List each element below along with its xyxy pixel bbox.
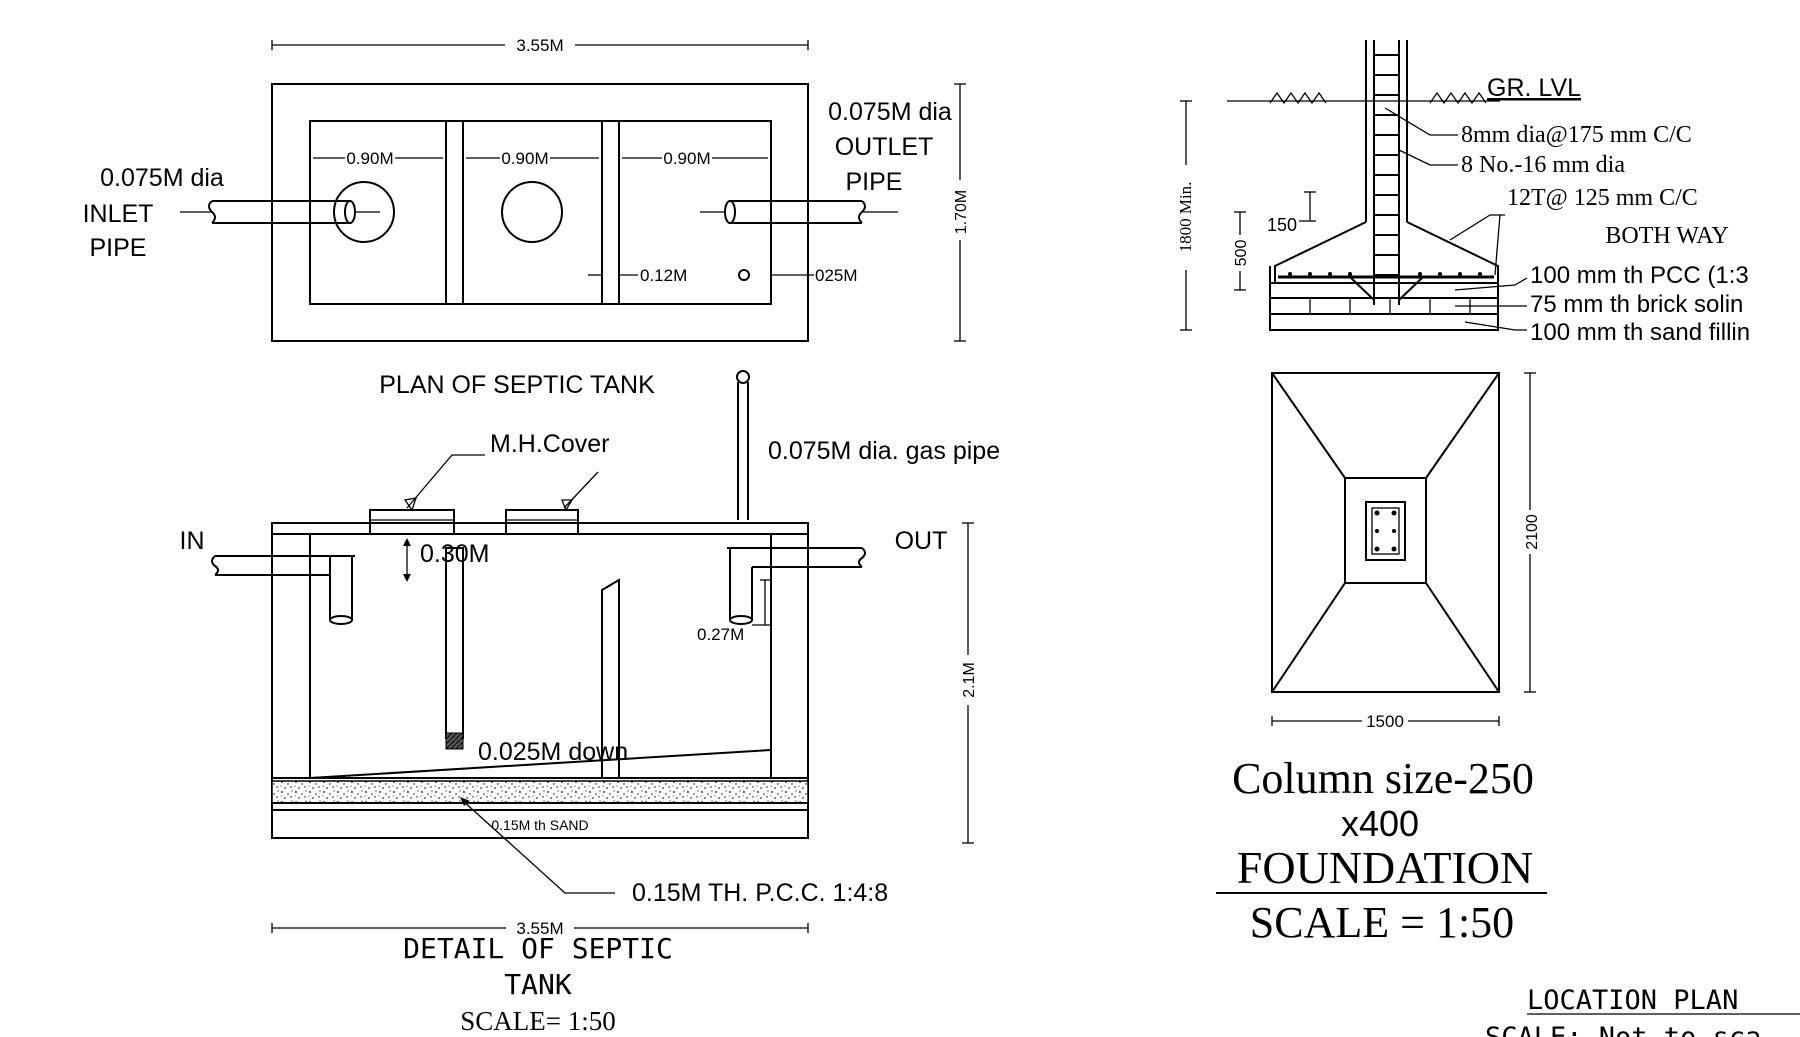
location-plan: LOCATION PLAN SCALE: Not to sca bbox=[1485, 985, 1800, 1037]
plan-chamber-2: 0.90M bbox=[501, 149, 548, 168]
section-height: 2.1M bbox=[961, 662, 978, 698]
in-label: IN bbox=[180, 527, 205, 555]
gas-pipe bbox=[736, 370, 750, 520]
depth-dim: 1800 Min. bbox=[1176, 182, 1195, 253]
plan-title: PLAN OF SEPTIC TANK bbox=[379, 371, 655, 399]
stirrups-label: 8mm dia@175 mm C/C bbox=[1461, 122, 1692, 148]
soling-label: 75 mm th brick solin bbox=[1530, 291, 1743, 318]
inlet-label-1: INLET bbox=[83, 200, 154, 228]
column-section bbox=[1365, 501, 1406, 561]
baffle-1 bbox=[445, 547, 464, 739]
out-label: OUT bbox=[895, 527, 948, 555]
inlet-dia-label: 0.075M dia bbox=[100, 164, 224, 192]
inlet-label-2: PIPE bbox=[90, 234, 147, 262]
plan-inlet-pipe bbox=[180, 200, 380, 224]
manhole-1 bbox=[333, 181, 395, 243]
plan-width-dim: 1500 bbox=[1366, 712, 1404, 731]
plan-chamber-1: 0.90M bbox=[346, 149, 393, 168]
sand-layer bbox=[271, 809, 809, 839]
septic-tank-section: 0.075M dia. gas pipe M.H.Cover bbox=[180, 370, 1000, 1036]
manhole-2 bbox=[501, 181, 563, 243]
vent-hole bbox=[738, 269, 750, 281]
section-scale: SCALE= 1:50 bbox=[460, 1006, 616, 1036]
outlet-drop: 0.27M bbox=[697, 625, 744, 644]
section-title-2: TANK bbox=[504, 968, 572, 1001]
mh-cover-2 bbox=[505, 509, 579, 535]
pcc-layer bbox=[271, 780, 809, 804]
section-overall-width: 3.55M bbox=[516, 919, 563, 938]
cover-depth: 0.30M bbox=[420, 540, 489, 568]
plan-outlet-pipe bbox=[700, 200, 898, 224]
plan-chamber-3: 0.90M bbox=[663, 149, 710, 168]
column-ties bbox=[1374, 54, 1399, 276]
foundation-section: GR. LVL bbox=[1176, 40, 1750, 947]
pcc-label: 0.15M TH. P.C.C. 1:4:8 bbox=[632, 879, 888, 907]
plan-height: 1.70M bbox=[953, 190, 970, 234]
footing-depth-dim: 500 bbox=[1233, 240, 1250, 267]
main-bars-label: 8 No.-16 mm dia bbox=[1461, 152, 1625, 178]
location-plan-title: LOCATION PLAN bbox=[1527, 985, 1738, 1016]
mh-cover-label: M.H.Cover bbox=[490, 430, 609, 458]
both-way-label: BOTH WAY bbox=[1605, 223, 1728, 249]
footing-plan bbox=[1271, 372, 1500, 693]
foundation-title: FOUNDATION bbox=[1237, 842, 1533, 893]
outlet-label-2: PIPE bbox=[846, 168, 903, 196]
footing-bars-label: 12T@ 125 mm C/C bbox=[1507, 185, 1698, 211]
plan-side-gap: 025M bbox=[815, 266, 858, 285]
outlet-label-1: OUTLET bbox=[835, 133, 934, 161]
floor-slope: 0.025M down bbox=[478, 738, 628, 766]
gas-pipe-label: 0.075M dia. gas pipe bbox=[768, 437, 1000, 465]
foundation-scale: SCALE = 1:50 bbox=[1250, 898, 1514, 947]
plan-wall-thickness: 0.12M bbox=[640, 266, 687, 285]
septic-tank-plan: 3.55M 0.90M 0.90M 0.90M bbox=[83, 34, 970, 399]
plan-chamber-dims: 0.90M 0.90M 0.90M bbox=[313, 147, 768, 168]
pcc-layer-label: 100 mm th PCC (1:3 bbox=[1530, 262, 1749, 289]
outlet-dia-label: 0.075M dia bbox=[828, 98, 952, 126]
location-plan-scale: SCALE: Not to sca bbox=[1485, 1022, 1761, 1037]
ground-level-label: GR. LVL bbox=[1487, 74, 1581, 102]
section-title-1: DETAIL OF SEPTIC bbox=[403, 932, 673, 965]
sand-filling-label: 100 mm th sand fillin bbox=[1530, 319, 1750, 346]
edge-depth-dim: 150 bbox=[1267, 215, 1297, 235]
plan-overall-width: 3.55M bbox=[516, 36, 563, 55]
column-size-1: Column size-250 bbox=[1232, 754, 1534, 803]
section-outlet-pipe bbox=[727, 547, 866, 625]
section-inlet-pipe bbox=[211, 555, 355, 625]
plan-length-dim: 2100 bbox=[1524, 514, 1541, 550]
column-size-2: x400 bbox=[1341, 803, 1419, 844]
sand-label: 0.15M th SAND bbox=[491, 817, 588, 833]
